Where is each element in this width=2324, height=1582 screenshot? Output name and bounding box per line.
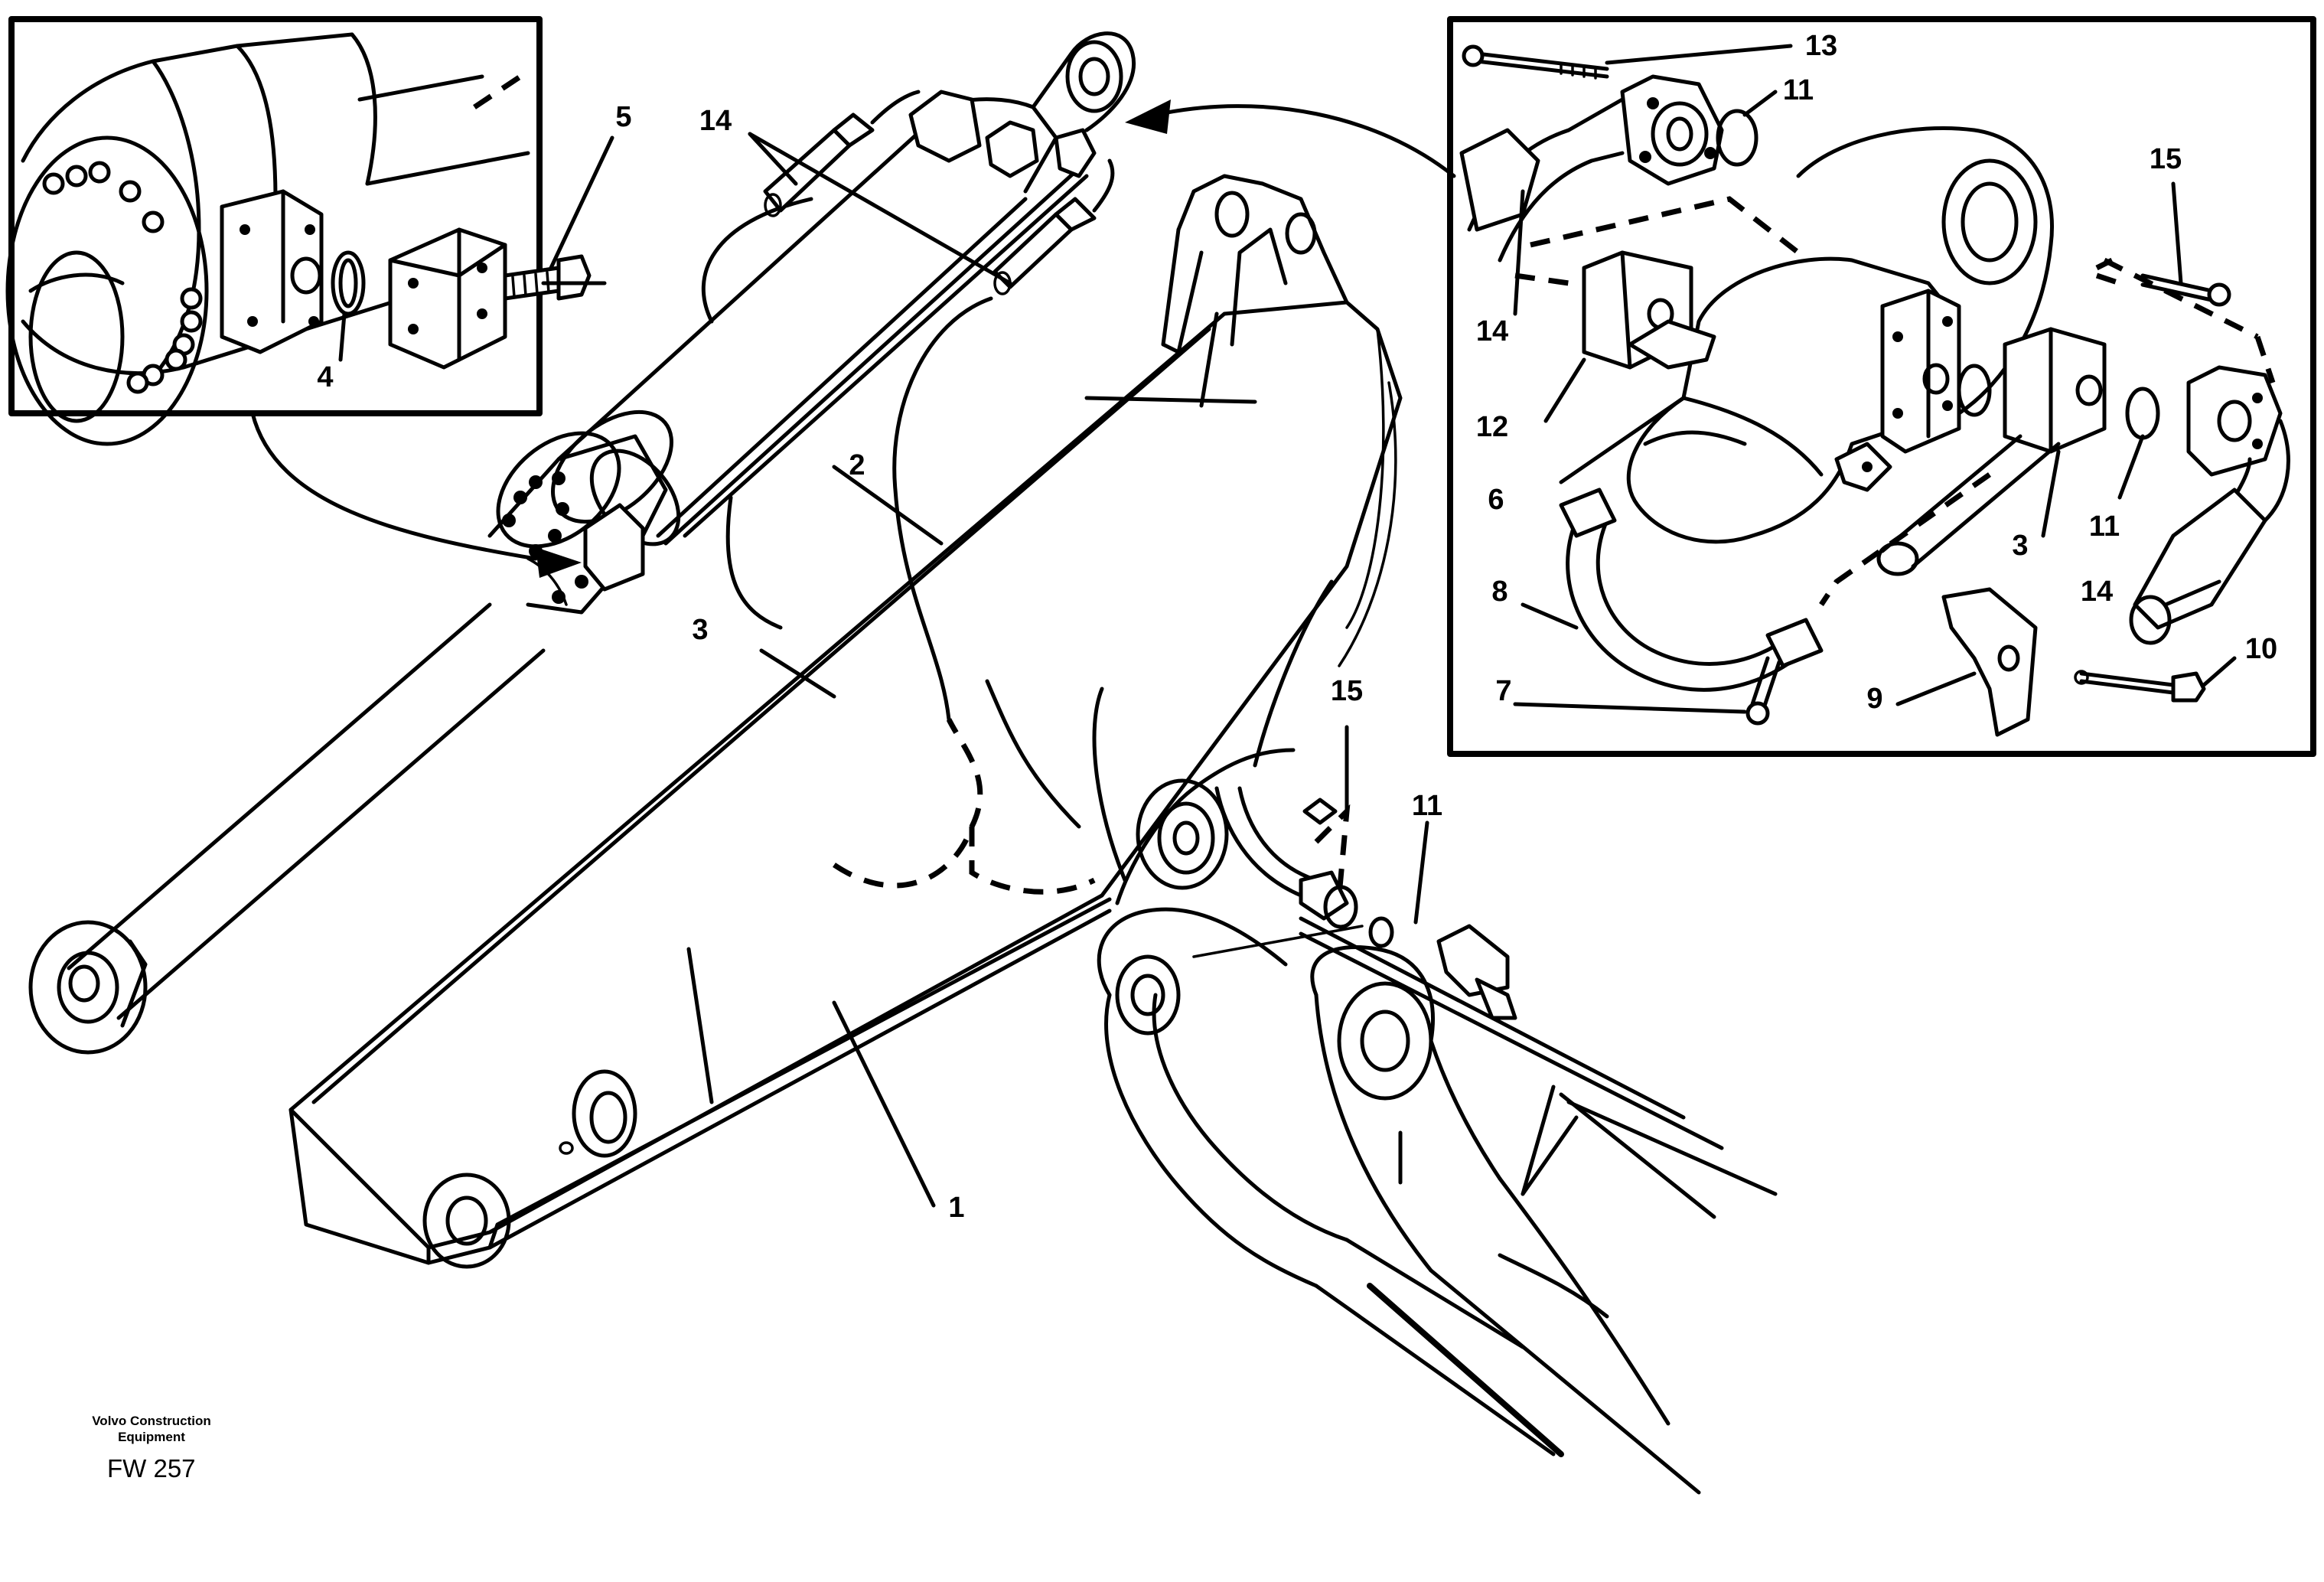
footer: Volvo Construction Equipment FW 257 [92, 1414, 211, 1483]
callout-14-main: 14 [699, 105, 732, 137]
inset-right-arrow [1125, 99, 1456, 178]
leader-lines [338, 44, 2237, 1208]
callout-1: 1 [948, 1192, 964, 1224]
inset-flange-bolts [42, 161, 203, 394]
callout-11-inset-top: 11 [1783, 74, 1814, 106]
callout-11-inset-mid: 11 [2089, 510, 2120, 543]
cylinder-head-bolts [502, 471, 588, 604]
callout-10: 10 [2245, 633, 2277, 665]
callout-7: 7 [1495, 675, 1511, 707]
callout-3-main: 3 [692, 614, 708, 646]
callout-14-inset-left: 14 [1476, 315, 1508, 347]
brand-line-1: Volvo Construction [92, 1414, 211, 1428]
brand-line-2: Equipment [118, 1430, 185, 1444]
cylinder [28, 31, 1136, 1055]
callout-8: 8 [1491, 576, 1508, 608]
callout-15-inset: 15 [2150, 143, 2182, 175]
callout-13: 13 [1805, 30, 1837, 62]
callout-6: 6 [1488, 484, 1504, 516]
callout-labels: 1 2 3 4 5 14 15 11 13 11 15 14 12 6 3 11… [317, 30, 2277, 1224]
figure-code: FW 257 [107, 1454, 196, 1483]
boom-end-hose [1214, 786, 1394, 948]
arm [1097, 907, 1778, 1495]
callout-4: 4 [317, 361, 333, 393]
callout-11-main: 11 [1412, 790, 1442, 822]
callout-5: 5 [615, 101, 631, 133]
boom-hoses [701, 197, 993, 722]
callout-12: 12 [1476, 411, 1508, 443]
inset-left-arrow [250, 411, 582, 578]
callout-9: 9 [1866, 683, 1882, 715]
inset-right [1447, 16, 2316, 757]
boom [288, 174, 1403, 1269]
callout-15-main: 15 [1331, 675, 1363, 707]
callout-14-inset-right: 14 [2081, 576, 2113, 608]
callout-2: 2 [849, 449, 865, 481]
callout-3-inset: 3 [2012, 530, 2028, 562]
inset-left [5, 16, 592, 446]
